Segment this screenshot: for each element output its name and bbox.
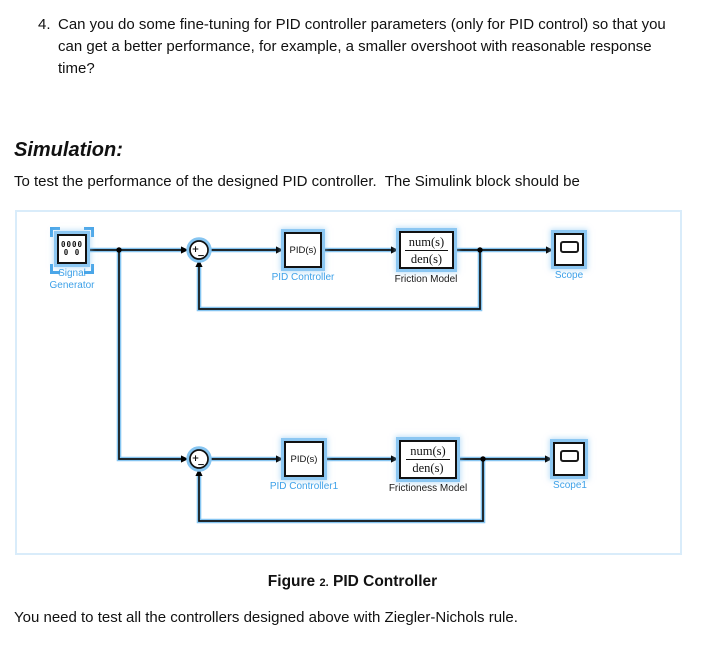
signal-generator-icon: 0000 0 0 (60, 239, 84, 258)
transfer-fn-denominator: den(s) (412, 461, 444, 475)
sg-icon-row2: 0 0 (63, 248, 81, 257)
signal-generator-label: Signal Generator (49, 268, 95, 291)
transfer-fn-numerator: num(s) (406, 444, 450, 460)
frictioness-model-label: Frictioness Model (388, 483, 468, 494)
wire-feedback-top (198, 250, 481, 310)
figure-caption: Figure 2. PID Controller (0, 573, 705, 591)
pid-controller-label: PID Controller (271, 272, 335, 283)
transfer-fn-denominator: den(s) (410, 251, 443, 266)
branch-dot-source (116, 247, 122, 253)
pid-controller-block: PID(s) (284, 232, 322, 268)
figure-caption-label: Figure (267, 573, 316, 590)
pid-controller1-block: PID(s) (284, 441, 324, 477)
transfer-function-fraction: num(s) den(s) (406, 444, 450, 475)
scope-screen-icon (559, 240, 579, 253)
friction-model-block: num(s) den(s) (399, 231, 454, 269)
arrow-into-pid (276, 246, 284, 254)
sum1-minus-sign: − (197, 252, 205, 262)
arrow-into-friction (391, 246, 399, 254)
footer-instruction: You need to test all the controllers des… (14, 609, 518, 626)
diagram-wires: + − + − (85, 237, 554, 524)
arrow-feedback-into-sum2 (195, 468, 203, 476)
question-item-4: 4. Can you do some fine-tuning for PID c… (38, 14, 688, 80)
sum-junction-bottom: + − (186, 446, 212, 472)
pid-controller1-label: PID Controller1 (269, 481, 339, 492)
sum2-minus-sign: − (197, 461, 205, 471)
pid1-block-text: PID(s) (290, 453, 318, 465)
wire-layer (85, 249, 547, 522)
branch-dot-top-feedback (477, 247, 483, 253)
arrowhead-layer (181, 246, 554, 476)
arrow-into-frictioness (391, 455, 399, 463)
figure-caption-number: 2. (319, 577, 329, 589)
transfer-fn-numerator: num(s) (404, 235, 449, 251)
pid-block-text: PID(s) (289, 244, 317, 256)
scope-label: Scope (554, 270, 584, 281)
question-text: Can you do some fine-tuning for PID cont… (58, 16, 666, 77)
signal-generator-block: 0000 0 0 (57, 234, 87, 264)
transfer-function-fraction: num(s) den(s) (404, 235, 449, 266)
arrow-into-scope1 (545, 455, 553, 463)
wire-branch-to-sum2 (118, 250, 182, 460)
arrow-into-pid1 (276, 455, 284, 463)
wire-feedback-bottom (198, 459, 484, 522)
figure-caption-title: PID Controller (332, 573, 438, 590)
scope1-block (553, 442, 585, 476)
arrow-feedback-into-sum1 (195, 259, 203, 267)
scope-screen-icon (559, 450, 579, 462)
sg-icon-row1: 0000 (60, 239, 84, 249)
sum-junction-top: + − (186, 237, 212, 263)
sum1-plus-sign: + (192, 245, 200, 255)
question-number: 4. (38, 16, 51, 33)
scope1-label: Scope1 (553, 480, 587, 491)
friction-model-label: Friction Model (394, 274, 458, 285)
arrow-into-sum1 (181, 246, 189, 254)
arrow-into-scope (546, 246, 554, 254)
frictioness-model-block: num(s) den(s) (399, 440, 457, 479)
branch-dot-bottom-feedback (480, 456, 486, 462)
simulation-intro: To test the performance of the designed … (14, 173, 580, 190)
scope-block (554, 233, 584, 266)
simulink-diagram-figure: + − + − 0000 0 0 Signal Generator (15, 210, 682, 555)
sum2-plus-sign: + (192, 454, 200, 464)
simulation-heading: Simulation: (14, 139, 123, 161)
arrow-into-sum2 (181, 455, 189, 463)
